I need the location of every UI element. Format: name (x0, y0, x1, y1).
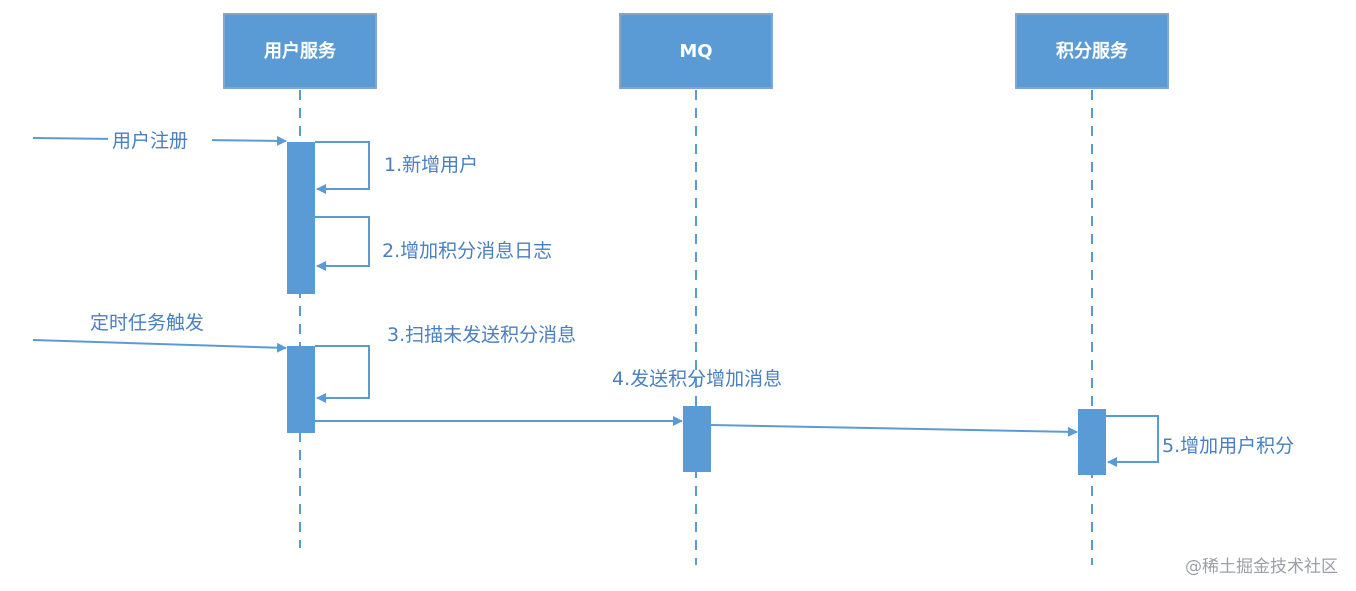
arrow-timer (32, 339, 287, 353)
actor-label: 用户服务 (264, 40, 337, 62)
actor-user: 用户服务 (223, 13, 377, 89)
activation-user-timer (287, 346, 315, 433)
label-step4: 4.发送积分增加消息 (612, 368, 782, 390)
self-arrow-step2 (315, 216, 370, 271)
self-arrow-step1 (315, 141, 370, 194)
activation-mq (683, 406, 711, 472)
actor-box (1015, 13, 1169, 89)
actor-points: 积分服务 (1015, 13, 1169, 89)
label-background (108, 126, 212, 152)
self-arrow-step5 (1106, 415, 1159, 467)
activation-points (1078, 409, 1106, 475)
activation-user-register (287, 142, 315, 294)
actor-box (619, 13, 773, 89)
label-timer: 定时任务触发 (90, 312, 204, 334)
arrow-deliver (710, 424, 1078, 437)
actor-label: MQ (679, 41, 712, 62)
watermark: @稀土掘金技术社区 (1185, 557, 1338, 577)
label-step1: 1.新增用户 (384, 154, 478, 176)
label-step3: 3.扫描未发送积分消息 (387, 324, 576, 346)
label-step2: 2.增加积分消息日志 (382, 240, 552, 262)
actor-mq: MQ (619, 13, 773, 89)
actor-label: 积分服务 (1056, 40, 1129, 62)
self-arrow-step3 (315, 345, 370, 403)
label-step5: 5.增加用户积分 (1162, 435, 1294, 457)
actor-box (223, 13, 377, 89)
label-register: 用户注册 (112, 130, 188, 152)
